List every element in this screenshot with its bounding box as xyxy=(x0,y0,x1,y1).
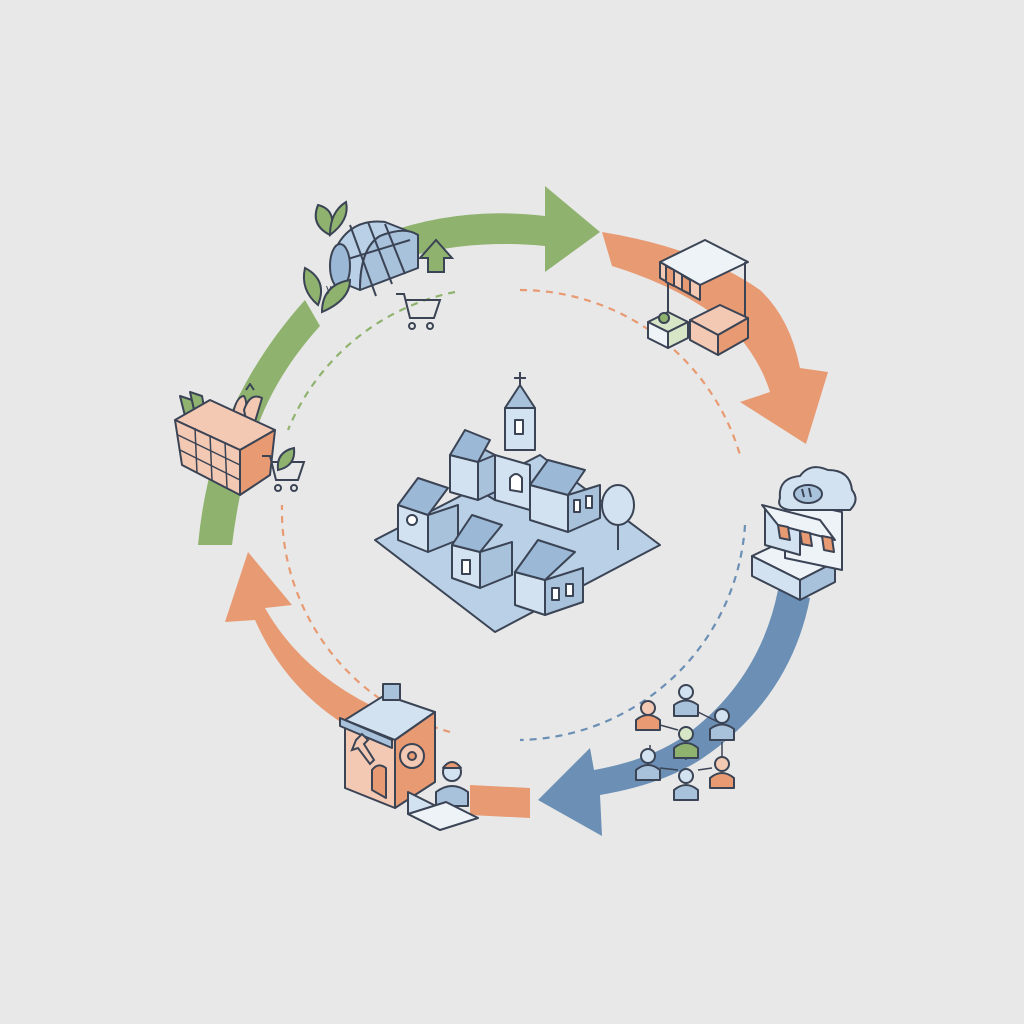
arrow-community-to-workshop xyxy=(470,785,530,818)
house-left-back xyxy=(449,429,496,501)
arrow-market-to-bakery xyxy=(602,232,828,444)
village-church-icon xyxy=(374,372,661,633)
market-stall-icon xyxy=(659,239,749,356)
gear-icon xyxy=(399,743,425,769)
bread-sign-icon xyxy=(778,466,857,511)
shopping-cart-icon xyxy=(396,293,442,330)
house-left-front xyxy=(397,477,459,553)
wrench-icon xyxy=(350,732,376,766)
stall-awning-stripes xyxy=(665,265,691,295)
people-icon xyxy=(635,684,735,801)
tree-icon xyxy=(601,484,635,550)
arrow-workshop-to-basket xyxy=(225,552,372,740)
inner-ring-green-segment xyxy=(286,290,456,431)
person xyxy=(709,756,735,789)
person xyxy=(673,684,699,717)
shopping-cart-icon xyxy=(262,446,306,492)
storefront-awning xyxy=(761,504,836,553)
leaf-icon: y xyxy=(302,200,352,314)
person xyxy=(635,748,661,781)
up-arrow-icon xyxy=(417,238,455,273)
person xyxy=(673,726,699,759)
house-right-front xyxy=(514,539,584,616)
person xyxy=(709,708,735,741)
remote-worker-icon xyxy=(407,761,479,831)
basket-weave xyxy=(177,427,241,489)
greenhouse-icon xyxy=(329,220,419,297)
bakery-storefront-icon xyxy=(751,499,843,601)
person xyxy=(635,700,661,731)
arrow-bakery-to-community xyxy=(538,590,810,836)
vegetable-basket-icon xyxy=(174,383,276,496)
inner-ring-blue-segment xyxy=(519,524,747,742)
house-center-front xyxy=(451,514,513,589)
svg-text:y: y xyxy=(326,283,332,295)
house-right-back xyxy=(529,459,601,533)
person xyxy=(673,768,699,801)
community-network-icon xyxy=(635,684,735,801)
produce-crate-icon xyxy=(647,311,689,349)
